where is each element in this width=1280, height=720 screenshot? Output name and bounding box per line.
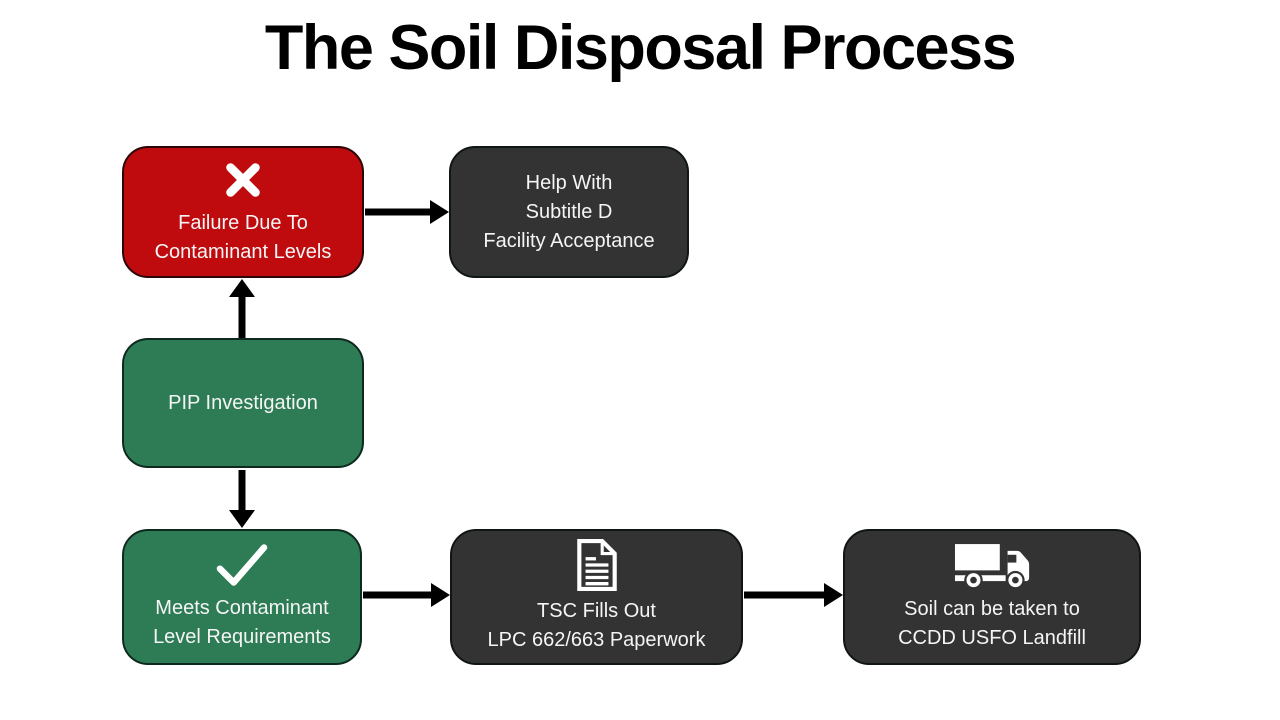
node-line: Meets Contaminant <box>155 597 329 619</box>
arrow-shaft <box>365 208 432 216</box>
arrow-head <box>431 583 450 607</box>
arrow-shaft <box>238 470 246 512</box>
node-line: Help With <box>525 171 613 194</box>
node-line: TSC Fills Out <box>537 600 656 622</box>
node-line: CCDD USFO Landfill <box>898 626 1086 649</box>
meets-node: Meets Contaminant Level Requirements <box>122 529 362 665</box>
arrow-shaft <box>238 295 246 338</box>
truck-icon <box>954 542 1030 589</box>
arrow-failure-to-help <box>365 200 449 224</box>
arrow-head <box>229 510 255 528</box>
node-line: Contaminant Levels <box>154 241 332 263</box>
arrow-head <box>430 200 449 224</box>
arrow-head <box>824 583 843 607</box>
document-icon <box>576 539 618 591</box>
node-line: Level Requirements <box>153 626 331 648</box>
soil-node: Soil can be taken to CCDD USFO Landfill <box>843 529 1141 665</box>
node-line: LPC 662/663 Paperwork <box>487 629 706 651</box>
arrow-head <box>229 279 255 297</box>
arrow-shaft <box>744 591 826 599</box>
node-line: Soil can be taken to <box>904 597 1080 620</box>
tsc-node: TSC Fills Out LPC 662/663 Paperwork <box>450 529 743 665</box>
arrow-shaft <box>363 591 433 599</box>
check-icon <box>213 542 271 588</box>
node-line: PIP Investigation <box>168 391 318 414</box>
page-title: The Soil Disposal Process <box>264 13 1017 83</box>
node-line: Subtitle D <box>525 200 613 223</box>
node-line: Facility Acceptance <box>483 229 655 252</box>
arrow-pip-to-failure <box>229 279 255 338</box>
arrow-tsc-to-soil <box>744 583 843 607</box>
help-node: Help With Subtitle D Facility Acceptance <box>449 146 689 278</box>
x-mark-icon <box>220 157 266 203</box>
failure-node: Failure Due To Contaminant Levels <box>122 146 364 278</box>
node-line: Failure Due To <box>178 212 308 234</box>
arrow-meets-to-tsc <box>363 583 450 607</box>
pip-node: PIP Investigation <box>122 338 364 468</box>
arrow-pip-to-meets <box>229 470 255 528</box>
